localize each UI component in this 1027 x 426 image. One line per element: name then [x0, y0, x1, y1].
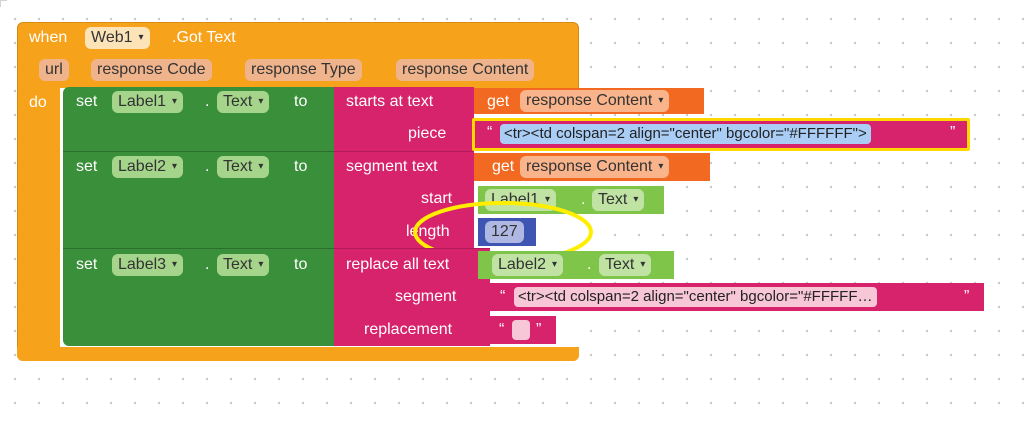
quote-open-icon: “ [499, 321, 505, 338]
chevron-down-icon[interactable]: ▾ [258, 259, 264, 270]
set-label3-text-block[interactable] [63, 248, 335, 346]
component-dropdown-label2[interactable]: Label2 ▾ [112, 156, 184, 178]
set-label1-text-block[interactable] [63, 87, 335, 151]
property-name: Text [605, 256, 635, 273]
variable-name: response Content [526, 92, 653, 109]
param-response-code[interactable]: response Code [91, 59, 212, 81]
component-dropdown-label3[interactable]: Label3 ▾ [112, 254, 184, 276]
chevron-down-icon[interactable]: ▾ [258, 96, 264, 107]
dot-separator: . [205, 93, 210, 110]
component-dropdown-label2[interactable]: Label2 ▾ [492, 254, 564, 276]
dot-separator: . [205, 256, 210, 273]
chevron-down-icon[interactable]: ▾ [138, 32, 144, 43]
chevron-down-icon[interactable]: ▾ [172, 161, 178, 172]
chevron-down-icon[interactable]: ▾ [172, 96, 178, 107]
chevron-down-icon[interactable]: ▾ [545, 194, 551, 205]
segment-string-input[interactable]: <tr><td colspan=2 align="center" bgcolor… [514, 287, 877, 307]
variable-dropdown-response-content[interactable]: response Content ▾ [520, 156, 670, 178]
starts-at-block[interactable] [334, 87, 474, 151]
segment-block[interactable] [334, 151, 474, 248]
chevron-down-icon[interactable]: ▾ [640, 259, 646, 270]
set-label: set [76, 158, 98, 175]
component-dropdown-label1[interactable]: Label1 ▾ [112, 91, 184, 113]
chevron-down-icon[interactable]: ▾ [658, 161, 664, 172]
dot-separator: . [587, 256, 592, 273]
piece-string-input[interactable]: <tr><td colspan=2 align="center" bgcolor… [500, 124, 871, 144]
replace-all-block[interactable] [334, 248, 490, 346]
number-input[interactable]: 127 [485, 221, 524, 243]
starts-at-label: starts at text [346, 93, 434, 110]
component-name: Label2 [118, 158, 167, 175]
when-label: when [29, 29, 68, 46]
chevron-down-icon[interactable]: ▾ [172, 259, 178, 270]
component-name: Label1 [118, 93, 167, 110]
property-dropdown-text[interactable]: Text ▾ [217, 91, 270, 113]
segment-param-label: segment [395, 288, 457, 305]
to-label: to [294, 158, 308, 175]
property-dropdown-text[interactable]: Text ▾ [217, 254, 270, 276]
piece-label: piece [408, 125, 447, 142]
quote-close-icon: ” [536, 321, 542, 338]
segment-label: segment text [346, 158, 438, 175]
param-response-type[interactable]: response Type [245, 59, 362, 81]
set-label: set [76, 93, 98, 110]
to-label: to [294, 256, 308, 273]
property-dropdown-text[interactable]: Text ▾ [592, 189, 645, 211]
param-response-content[interactable]: response Content [396, 59, 535, 81]
component-dropdown-web1[interactable]: Web1 ▾ [85, 27, 150, 49]
chevron-down-icon[interactable]: ▾ [258, 161, 264, 172]
property-name: Text [223, 158, 253, 175]
property-name: Text [598, 191, 628, 208]
chevron-down-icon[interactable]: ▾ [633, 194, 639, 205]
set-label: set [76, 256, 98, 273]
do-label: do [29, 94, 47, 111]
variable-dropdown-response-content[interactable]: response Content ▾ [520, 90, 670, 112]
to-label: to [294, 93, 308, 110]
quote-open-icon: “ [487, 124, 493, 141]
replacement-string-input[interactable] [512, 320, 530, 340]
dot-separator: . [581, 191, 586, 208]
quote-close-icon: ” [964, 288, 970, 305]
param-url[interactable]: url [39, 59, 69, 81]
set-label2-text-block[interactable] [63, 151, 335, 248]
replace-all-label: replace all text [346, 256, 450, 273]
property-dropdown-text[interactable]: Text ▾ [599, 254, 652, 276]
component-name: Label2 [498, 256, 547, 273]
component-name: Web1 [91, 29, 133, 46]
start-label: start [421, 190, 453, 207]
variable-name: response Content [526, 158, 653, 175]
quote-close-icon: ” [950, 124, 956, 141]
component-name: Label3 [118, 256, 167, 273]
replacement-param-label: replacement [364, 321, 453, 338]
chevron-down-icon[interactable]: ▾ [658, 95, 664, 106]
get-label: get [487, 93, 510, 110]
dot-separator: . [205, 158, 210, 175]
property-dropdown-text[interactable]: Text ▾ [217, 156, 270, 178]
chevron-down-icon[interactable]: ▾ [552, 259, 558, 270]
quote-open-icon: “ [500, 288, 506, 305]
get-label: get [492, 158, 515, 175]
event-name: .Got Text [172, 29, 236, 46]
event-bottom-bar [17, 347, 579, 361]
property-name: Text [223, 256, 253, 273]
property-name: Text [223, 93, 253, 110]
